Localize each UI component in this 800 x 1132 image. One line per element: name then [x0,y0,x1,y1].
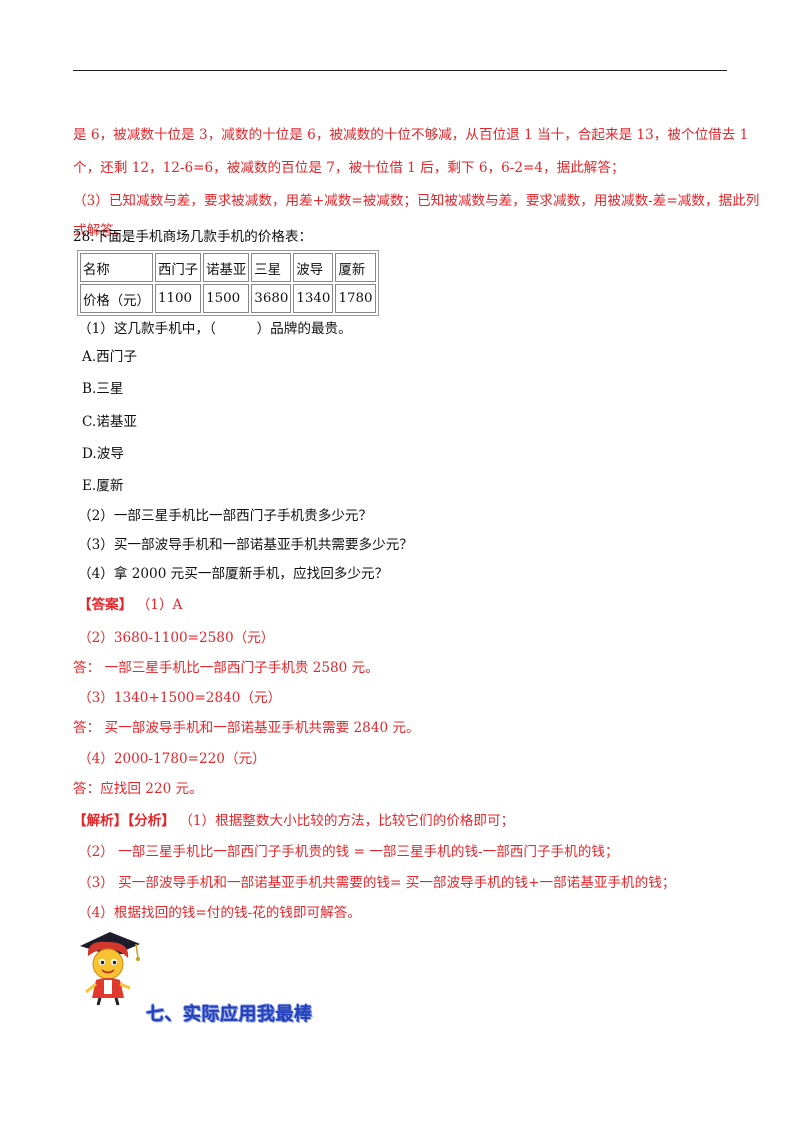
analysis-2: （2） 一部三星手机比一部西门子手机贵的钱 = 一部三星手机的钱-一部西门子手机… [78,844,619,860]
answer-line-1: 【答案】 （1）A [78,596,182,614]
answer-tag: 【答案】 [78,597,133,613]
analysis-line-1: 【解析】【分析】 （1）根据整数大小比较的方法，比较它们的价格即可； [73,812,514,830]
option-b: B.三星 [82,381,124,397]
question-stem: 28.下面是手机商场几款手机的价格表： [73,229,313,245]
analysis-tag: 【解析】【分析】 [73,813,175,829]
table-row: 名称 西门子 诺基亚 三星 波导 厦新 [80,253,376,282]
table-brand-cell: 三星 [251,253,292,282]
answer-4-reply: 答：应找回 220 元。 [73,781,203,797]
analysis-1: （1）根据整数大小比较的方法，比较它们的价格即可； [179,813,515,829]
table-header-label: 名称 [80,253,153,282]
table-brand-cell: 西门子 [154,253,202,282]
answer-4: （4）2000-1780=220（元） [78,751,266,767]
explanation-line: （3）已知减数与差，要求被减数，用差+减数=被减数；已知被减数与差，要求减数，用… [73,193,760,209]
table-price-cell: 3680 [251,284,292,313]
analysis-3: （3） 买一部波导手机和一部诺基亚手机共需要的钱= 买一部波导手机的钱+一部诺基… [78,875,676,891]
option-a: A.西门子 [82,349,137,365]
table-brand-cell: 波导 [293,253,334,282]
answer-2: （2）3680-1100=2580（元） [78,630,275,646]
table-price-cell: 1340 [293,284,334,313]
explanation-line: 个，还剩 12，12-6=6，被减数的百位是 7，被十位借 1 后，剩下 6，6… [73,160,625,176]
explanation-line: 是 6，被减数十位是 3，减数的十位是 6，被减数的十位不够减，从百位退 1 当… [73,127,749,143]
table-price-cell: 1780 [335,284,376,313]
option-d: D.波导 [82,446,124,462]
table-price-cell: 1500 [203,284,250,313]
analysis-4: （4）根据找回的钱=付的钱-花的钱即可解答。 [78,905,361,921]
option-e: E.厦新 [82,478,124,494]
price-table: 名称 西门子 诺基亚 三星 波导 厦新 价格（元） 1100 1500 3680… [77,250,379,316]
option-c: C.诺基亚 [82,414,138,430]
sub-question-2: （2）一部三星手机比一部西门子手机贵多少元？ [78,508,373,524]
mascot-icon [80,932,140,1006]
header-rule [73,70,727,71]
section-title: 七、实际应用我最棒 [146,1004,313,1025]
answer-3: （3）1340+1500=2840（元） [78,690,282,706]
table-price-cell: 1100 [154,284,202,313]
table-row-label: 价格（元） [80,284,153,313]
answer-2-reply: 答： 一部三星手机比一部西门子手机贵 2580 元。 [73,660,379,676]
sub-question-3: （3）买一部波导手机和一部诺基亚手机共需要多少元？ [78,537,413,553]
explanation-line: 式解答。 [73,223,128,239]
table-row: 价格（元） 1100 1500 3680 1340 1780 [80,284,376,313]
sub-question-1: （1）这几款手机中，（ ）品牌的最贵。 [78,321,352,337]
answer-1: （1）A [136,597,183,613]
table-brand-cell: 厦新 [335,253,376,282]
sub-question-4: （4）拿 2000 元买一部厦新手机，应找回多少元？ [78,566,389,582]
answer-3-reply: 答： 买一部波导手机和一部诺基亚手机共需要 2840 元。 [73,720,420,736]
table-brand-cell: 诺基亚 [203,253,250,282]
